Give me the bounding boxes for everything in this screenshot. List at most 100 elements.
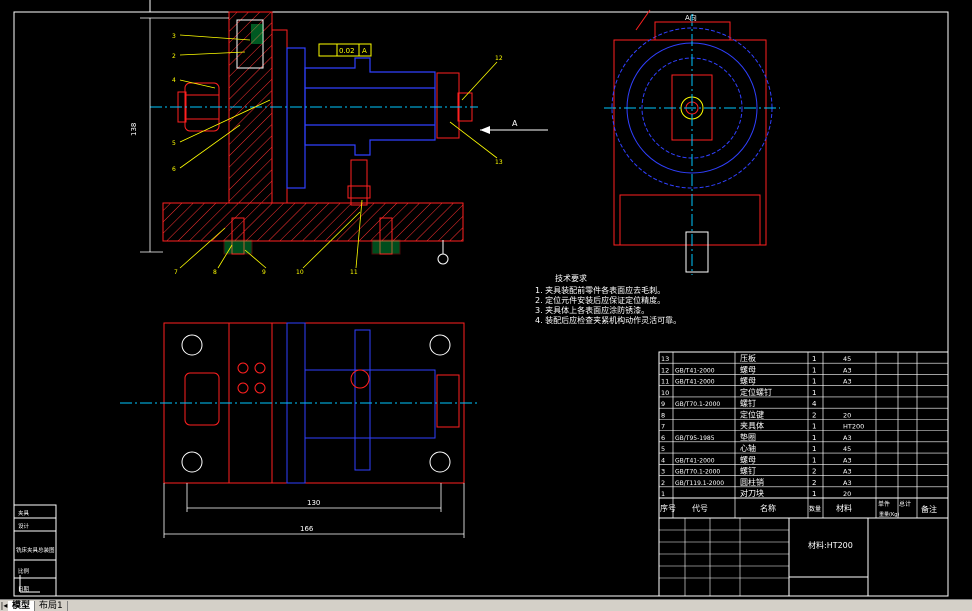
balloon-10: 10 (296, 269, 304, 276)
header-material: 材料 (836, 503, 852, 513)
tech-req-4: 4. 装配后应检查夹紧机构动作灵活可靠。 (535, 315, 681, 325)
dim-outer-width: 166 (300, 525, 314, 533)
parts-cell-qty: 1 (812, 378, 816, 386)
parts-cell-qty: 2 (812, 479, 816, 487)
parts-cell-code: GB/T41-2000 (675, 379, 715, 386)
side-view-label: A向 (685, 13, 697, 22)
parts-cell-seq: 1 (661, 490, 665, 498)
parts-cell-qty: 1 (812, 389, 816, 397)
header-seq: 序号 (660, 503, 676, 513)
tab-nav-first-icon[interactable]: |◂ (0, 600, 8, 610)
balloon-2: 2 (172, 53, 176, 60)
parts-cell-name: 螺母 (740, 454, 756, 464)
parts-cell-code: GB/T41-2000 (675, 367, 715, 374)
tab-layout1[interactable]: 布局1 (35, 600, 68, 611)
screw-section (251, 24, 263, 44)
parts-cell-seq: 8 (661, 411, 665, 419)
parts-cell-code: GB/T70.1-2000 (675, 469, 720, 476)
tab-model[interactable]: 模型 (8, 600, 36, 611)
tolerance-value: 0.02 (339, 47, 355, 55)
parts-cell-material: HT200 (843, 423, 864, 431)
title-block: 材料:HT200 (658, 517, 949, 597)
parts-cell-name: 螺母 (740, 376, 756, 386)
balloon-5: 5 (172, 140, 176, 147)
parts-cell-name: 圆柱销 (740, 477, 764, 487)
balloon-12: 12 (495, 55, 503, 62)
parts-cell-name: 定位键 (740, 409, 764, 419)
front-view-dimensions (140, 17, 229, 253)
tech-req-1: 1. 夹具装配前零件各表面应去毛刺。 (535, 285, 665, 295)
left-block-5: 日期 (18, 586, 30, 593)
parts-cell-material: A3 (843, 468, 852, 476)
header-weight-label: 重量(Kg) (879, 511, 899, 518)
parts-cell-material: 20 (843, 411, 851, 419)
balloon-13: 13 (495, 159, 503, 166)
left-side-block: 夹具 设计 铣床夹具总装图 比例 日期 (13, 504, 57, 597)
parts-cell-material: A3 (843, 479, 852, 487)
parts-cell-seq: 9 (661, 400, 665, 408)
parts-cell-qty: 4 (812, 400, 817, 408)
parts-cell-qty: 1 (812, 355, 816, 363)
mandrel (286, 47, 436, 189)
top-view: 130 166 (120, 322, 478, 538)
parts-cell-name: 螺母 (740, 364, 756, 374)
parts-cell-material: A3 (843, 456, 852, 464)
tech-requirements-title: 技术要求 (555, 273, 587, 283)
parts-cell-qty: 1 (812, 366, 816, 374)
parts-cell-seq: 12 (661, 366, 669, 374)
parts-cell-name: 螺钉 (740, 466, 756, 476)
left-block-4: 比例 (18, 567, 30, 575)
balloon-7: 7 (174, 269, 178, 276)
parts-cell-material: A3 (843, 366, 852, 374)
drawing-frame (13, 0, 949, 597)
part-leaders (179, 34, 498, 269)
parts-cell-qty: 1 (812, 434, 816, 442)
parts-cell-qty: 2 (812, 468, 816, 476)
parts-cell-material: A3 (843, 434, 852, 442)
balloon-9: 9 (262, 269, 266, 276)
balloon-6: 6 (172, 166, 176, 173)
parts-cell-code: GB/T70.1-2000 (675, 401, 720, 408)
header-unit-weight: 单件 (878, 500, 890, 508)
parts-cell-name: 定位螺钉 (740, 387, 772, 397)
side-view: A向 (604, 9, 780, 275)
left-block-1: 夹具 (18, 509, 30, 517)
dim-height-text: 138 (130, 123, 138, 136)
base-plate-section (162, 202, 464, 242)
front-view: 138 0.02 A A 3 2 (130, 11, 548, 276)
parts-cell-seq: 11 (661, 378, 669, 386)
parts-cell-material: A3 (843, 378, 852, 386)
parts-cell-name: 夹具体 (740, 421, 764, 431)
material-note: 材料:HT200 (808, 540, 853, 550)
tech-requirements: 技术要求 1. 夹具装配前零件各表面应去毛刺。 2. 定位元件安装后应保证定位精… (535, 273, 681, 325)
parts-cell-qty: 1 (812, 445, 816, 453)
tech-req-2: 2. 定位元件安装后应保证定位精度。 (535, 295, 665, 305)
right-nut (436, 72, 460, 139)
parts-cell-qty: 1 (812, 456, 816, 464)
header-remark: 备注 (921, 504, 937, 514)
parts-cell-code: GB/T41-2000 (675, 457, 715, 464)
parts-cell-seq: 10 (661, 389, 669, 397)
header-total-weight: 总计 (899, 500, 911, 508)
parts-cell-qty: 1 (812, 490, 816, 498)
header-qty: 数量 (809, 505, 821, 513)
balloon-4: 4 (172, 77, 176, 84)
dim-inner-width: 130 (307, 499, 320, 507)
parts-cell-code: GB/T95-1985 (675, 435, 715, 442)
parts-cell-seq: 13 (661, 355, 669, 363)
left-block-2: 设计 (18, 522, 30, 530)
view-arrow-label: A (512, 119, 518, 128)
balloon-3: 3 (172, 33, 176, 40)
parts-cell-seq: 2 (661, 479, 665, 487)
tech-req-3: 3. 夹具体上各表面应涂防锈漆。 (535, 305, 649, 315)
parts-cell-name: 螺钉 (740, 398, 756, 408)
parts-cell-qty: 1 (812, 423, 816, 431)
left-block-3: 铣床夹具总装图 (16, 546, 55, 554)
balloons: 3 2 4 5 6 7 8 9 10 11 12 13 (172, 33, 503, 276)
parts-cell-name: 心轴 (740, 443, 756, 453)
parts-cell-name: 对刀块 (740, 488, 764, 498)
header-code: 代号 (692, 503, 708, 513)
